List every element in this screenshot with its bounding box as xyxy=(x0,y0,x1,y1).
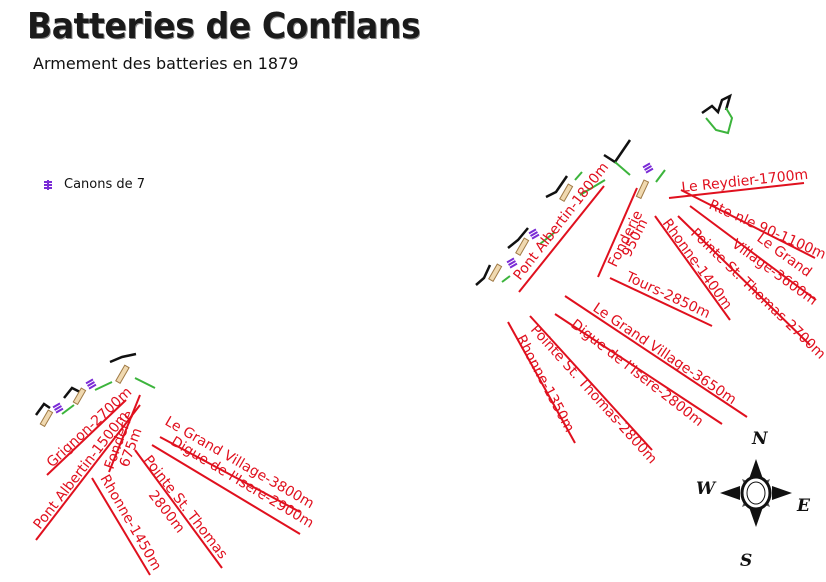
compass-rose xyxy=(720,459,792,527)
compass-east: E xyxy=(796,496,811,516)
gun-symbol-icon xyxy=(642,162,654,174)
fort-outline xyxy=(701,93,734,135)
compass-west: W xyxy=(696,479,717,499)
gun-symbol-icon xyxy=(506,257,518,269)
gun-symbol-icon xyxy=(85,378,97,390)
compass-south: S xyxy=(740,551,752,571)
battery-emplacement xyxy=(507,227,556,256)
legend: Canons de 7 xyxy=(42,177,145,192)
legend-label: Canons de 7 xyxy=(64,177,146,192)
page-subtitle: Armement des batteries en 1879 xyxy=(33,54,299,73)
page-title: Batteries de Conflans xyxy=(27,6,421,47)
gun-symbol-icon xyxy=(52,402,64,414)
battery-emplacement xyxy=(475,263,511,286)
gun-symbol-icon xyxy=(528,228,540,240)
compass-north: N xyxy=(751,429,769,449)
gun-symbol-icon xyxy=(44,179,52,190)
range-label: Pont Albertin-1800m xyxy=(511,160,613,284)
battery-emplacement xyxy=(109,352,156,389)
range-label: Le Reydier-1700m xyxy=(681,167,809,196)
battery-emplacement xyxy=(545,171,606,202)
battery-emplacement xyxy=(603,139,666,200)
battery-emplacement xyxy=(63,381,113,406)
battery-emplacement xyxy=(34,402,75,428)
battery-group-right xyxy=(475,139,666,286)
range-lines-right: Le Reydier-1700m Rte nle 90-1100m Le Gra… xyxy=(507,160,826,467)
battery-group-left xyxy=(34,352,156,428)
range-lines-left: Grignon-2700m Pont Albertin-1500m Fonder… xyxy=(31,384,317,576)
range-label: Rhonne-1450m xyxy=(97,472,165,573)
